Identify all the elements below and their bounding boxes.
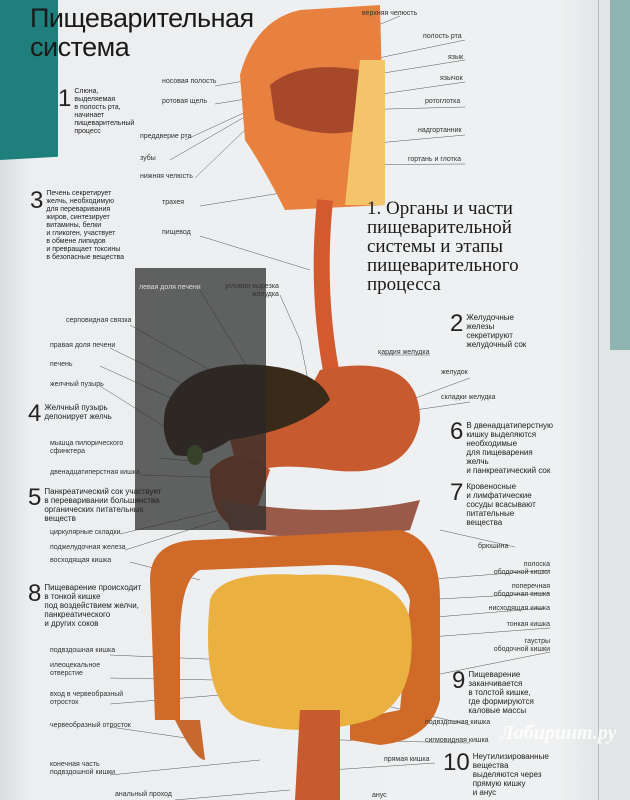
label-taenia: полоска ободочной кишки bbox=[493, 561, 550, 576]
rectum bbox=[295, 710, 340, 800]
label-angular-notch: угловая вырезка желудка bbox=[225, 283, 279, 298]
note-text: Пищеварение заканчивается в толстой кишк… bbox=[468, 670, 534, 715]
large-intestine bbox=[150, 530, 440, 745]
label-liver: печень bbox=[50, 361, 73, 368]
label-ascending-colon: восходящая кишка bbox=[50, 557, 112, 564]
label-duodenum: двенадцатиперстная кишка bbox=[50, 469, 140, 476]
label-terminal-ileum: конечная часть подвздошной кишки bbox=[50, 761, 116, 776]
label-anus: анус bbox=[372, 792, 387, 799]
page-edge bbox=[598, 0, 599, 800]
label-esophagus: пищевод bbox=[162, 229, 191, 236]
watermark: Лабиринт.ру bbox=[500, 722, 617, 744]
note-number: 4 bbox=[28, 400, 42, 427]
appendix bbox=[175, 720, 205, 760]
label-oral-fissure: ротовая щель bbox=[162, 98, 207, 105]
label-teeth: зубы bbox=[140, 155, 156, 162]
label-haustra: гаустры ободочной кишки bbox=[493, 638, 550, 653]
label-gastric-folds: складки желудка bbox=[441, 394, 496, 401]
label-falciform: серповидная связка bbox=[66, 317, 132, 324]
label-rectum: прямая кишка bbox=[384, 756, 430, 763]
label-sigmoid: сигмовидная кишка bbox=[425, 737, 489, 744]
label-left-lobe: левая доля печени bbox=[139, 284, 201, 291]
note-text: В двенадцатиперстную кишку выделяются не… bbox=[466, 421, 554, 475]
label-gallbladder: желчный пузырь bbox=[50, 381, 104, 388]
note-number: 2 bbox=[450, 310, 464, 337]
note-text: Неутилизированные вещества выделяются че… bbox=[472, 752, 549, 797]
right-teal-strip bbox=[610, 0, 630, 350]
label-anal-canal: анальный проход bbox=[115, 791, 172, 798]
note-number: 6 bbox=[450, 418, 464, 445]
note-text: Печень секретирует желчь, необходимую дл… bbox=[46, 190, 124, 261]
label-transverse-colon: поперечная ободочная кишка bbox=[493, 583, 550, 598]
label-tongue: язык bbox=[448, 54, 464, 61]
label-small-intestine: тонкая кишка bbox=[506, 621, 550, 628]
label-nasal-cavity: носовая полость bbox=[162, 78, 217, 85]
label-right-lobe: правая доля печени bbox=[50, 342, 116, 349]
label-ileum-left: подвздошная кишка bbox=[50, 647, 116, 654]
note-text: Желудочные железы секретируют желудочный… bbox=[466, 313, 527, 349]
section-heading: 1. Органы и части пищеварительной систем… bbox=[367, 198, 519, 295]
label-oral-cavity: полость рта bbox=[423, 33, 462, 40]
label-appendix: червеобразный отросток bbox=[50, 722, 131, 729]
note-number: 9 bbox=[452, 667, 466, 694]
label-lower-jaw: нижняя челюсть bbox=[140, 173, 193, 180]
label-ileum-right: подвздошная кишка bbox=[425, 719, 491, 726]
note-text: Пищеварение происходит в тонкой кишке по… bbox=[44, 583, 142, 628]
label-circular-folds: циркулярные складки bbox=[50, 529, 121, 536]
note-text: Слюна, выделяемая в полость рта, начинае… bbox=[74, 88, 135, 135]
label-peritoneum: брюшина bbox=[478, 543, 509, 550]
label-uvula: язычок bbox=[440, 75, 463, 82]
label-ileocecal: илеоцекальное отверстие bbox=[50, 662, 101, 677]
note-number: 8 bbox=[28, 580, 42, 607]
note-number: 1 bbox=[58, 85, 72, 112]
note-text: Панкреатический сок участвует в перевари… bbox=[44, 487, 162, 523]
label-vestibule: преддверие рта bbox=[140, 133, 192, 140]
label-pyloric: мышца пилорического сфинктера bbox=[50, 440, 124, 455]
note-number: 5 bbox=[28, 484, 42, 511]
label-descending-colon: нисходящая кишка bbox=[488, 605, 550, 612]
head-section bbox=[240, 5, 385, 210]
small-intestine bbox=[208, 574, 412, 730]
pancreas bbox=[220, 500, 420, 538]
note-text: Желчный пузырь депонирует желчь bbox=[44, 403, 112, 421]
label-upper-jaw: верхняя челюсть bbox=[362, 10, 418, 17]
label-oropharynx: ротоглотка bbox=[425, 98, 461, 105]
label-appendix-entry: вход в червеобразный отросток bbox=[50, 691, 124, 706]
teal-band bbox=[0, 0, 58, 160]
label-cardia: кардия желудка bbox=[378, 349, 430, 356]
esophagus bbox=[313, 199, 343, 392]
label-pancreas: поджелудочная железа bbox=[50, 544, 126, 551]
note-number: 10 bbox=[443, 749, 470, 776]
note-text: Кровеносные и лимфатические сосуды всасы… bbox=[466, 482, 536, 527]
note-number: 3 bbox=[30, 187, 44, 214]
label-trachea: трахея bbox=[162, 199, 185, 206]
label-stomach: желудок bbox=[441, 369, 468, 376]
label-larynx: гортань и глотка bbox=[408, 156, 461, 163]
page-title: Пищеварительная система bbox=[30, 3, 254, 62]
label-epiglottis: надгортанник bbox=[418, 127, 462, 134]
note-number: 7 bbox=[450, 479, 464, 506]
dark-overlay bbox=[135, 268, 266, 530]
stomach bbox=[230, 365, 420, 480]
